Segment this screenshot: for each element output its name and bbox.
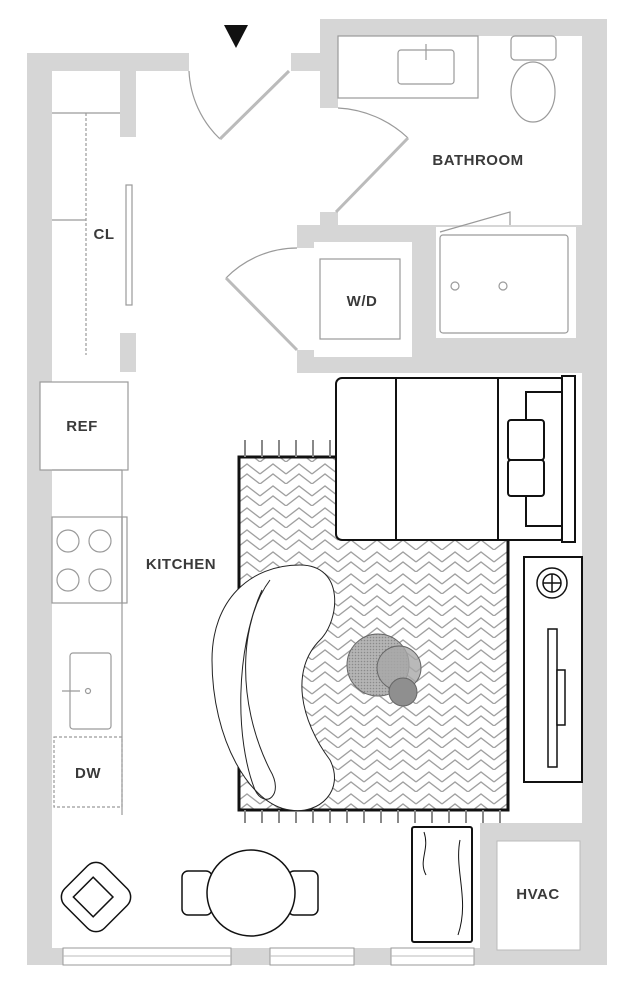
bench (411, 826, 473, 943)
room-label-refrigerator: REF (66, 418, 98, 435)
room-label-kitchen: KITCHEN (146, 556, 216, 573)
dining-set (181, 849, 319, 937)
room-label-washer-dryer: W/D (347, 293, 378, 310)
armchair (60, 861, 132, 933)
refrigerator (39, 381, 129, 471)
room-label-hvac: HVAC (516, 886, 559, 903)
entry-arrow-icon (224, 25, 248, 48)
room-label-closet: CL (94, 226, 115, 243)
windows (62, 947, 475, 966)
coffee-tables (346, 633, 422, 707)
bed (335, 375, 576, 543)
tv-console (523, 556, 583, 783)
bathroom-fixtures (337, 35, 569, 334)
doors (188, 69, 511, 352)
dishwasher (53, 736, 123, 808)
kitchen (39, 381, 129, 815)
sofa (211, 564, 336, 812)
room-label-dishwasher: DW (75, 765, 101, 782)
room-label-bathroom: BATHROOM (432, 152, 523, 169)
washer-dryer (319, 258, 401, 340)
closet (52, 112, 133, 355)
